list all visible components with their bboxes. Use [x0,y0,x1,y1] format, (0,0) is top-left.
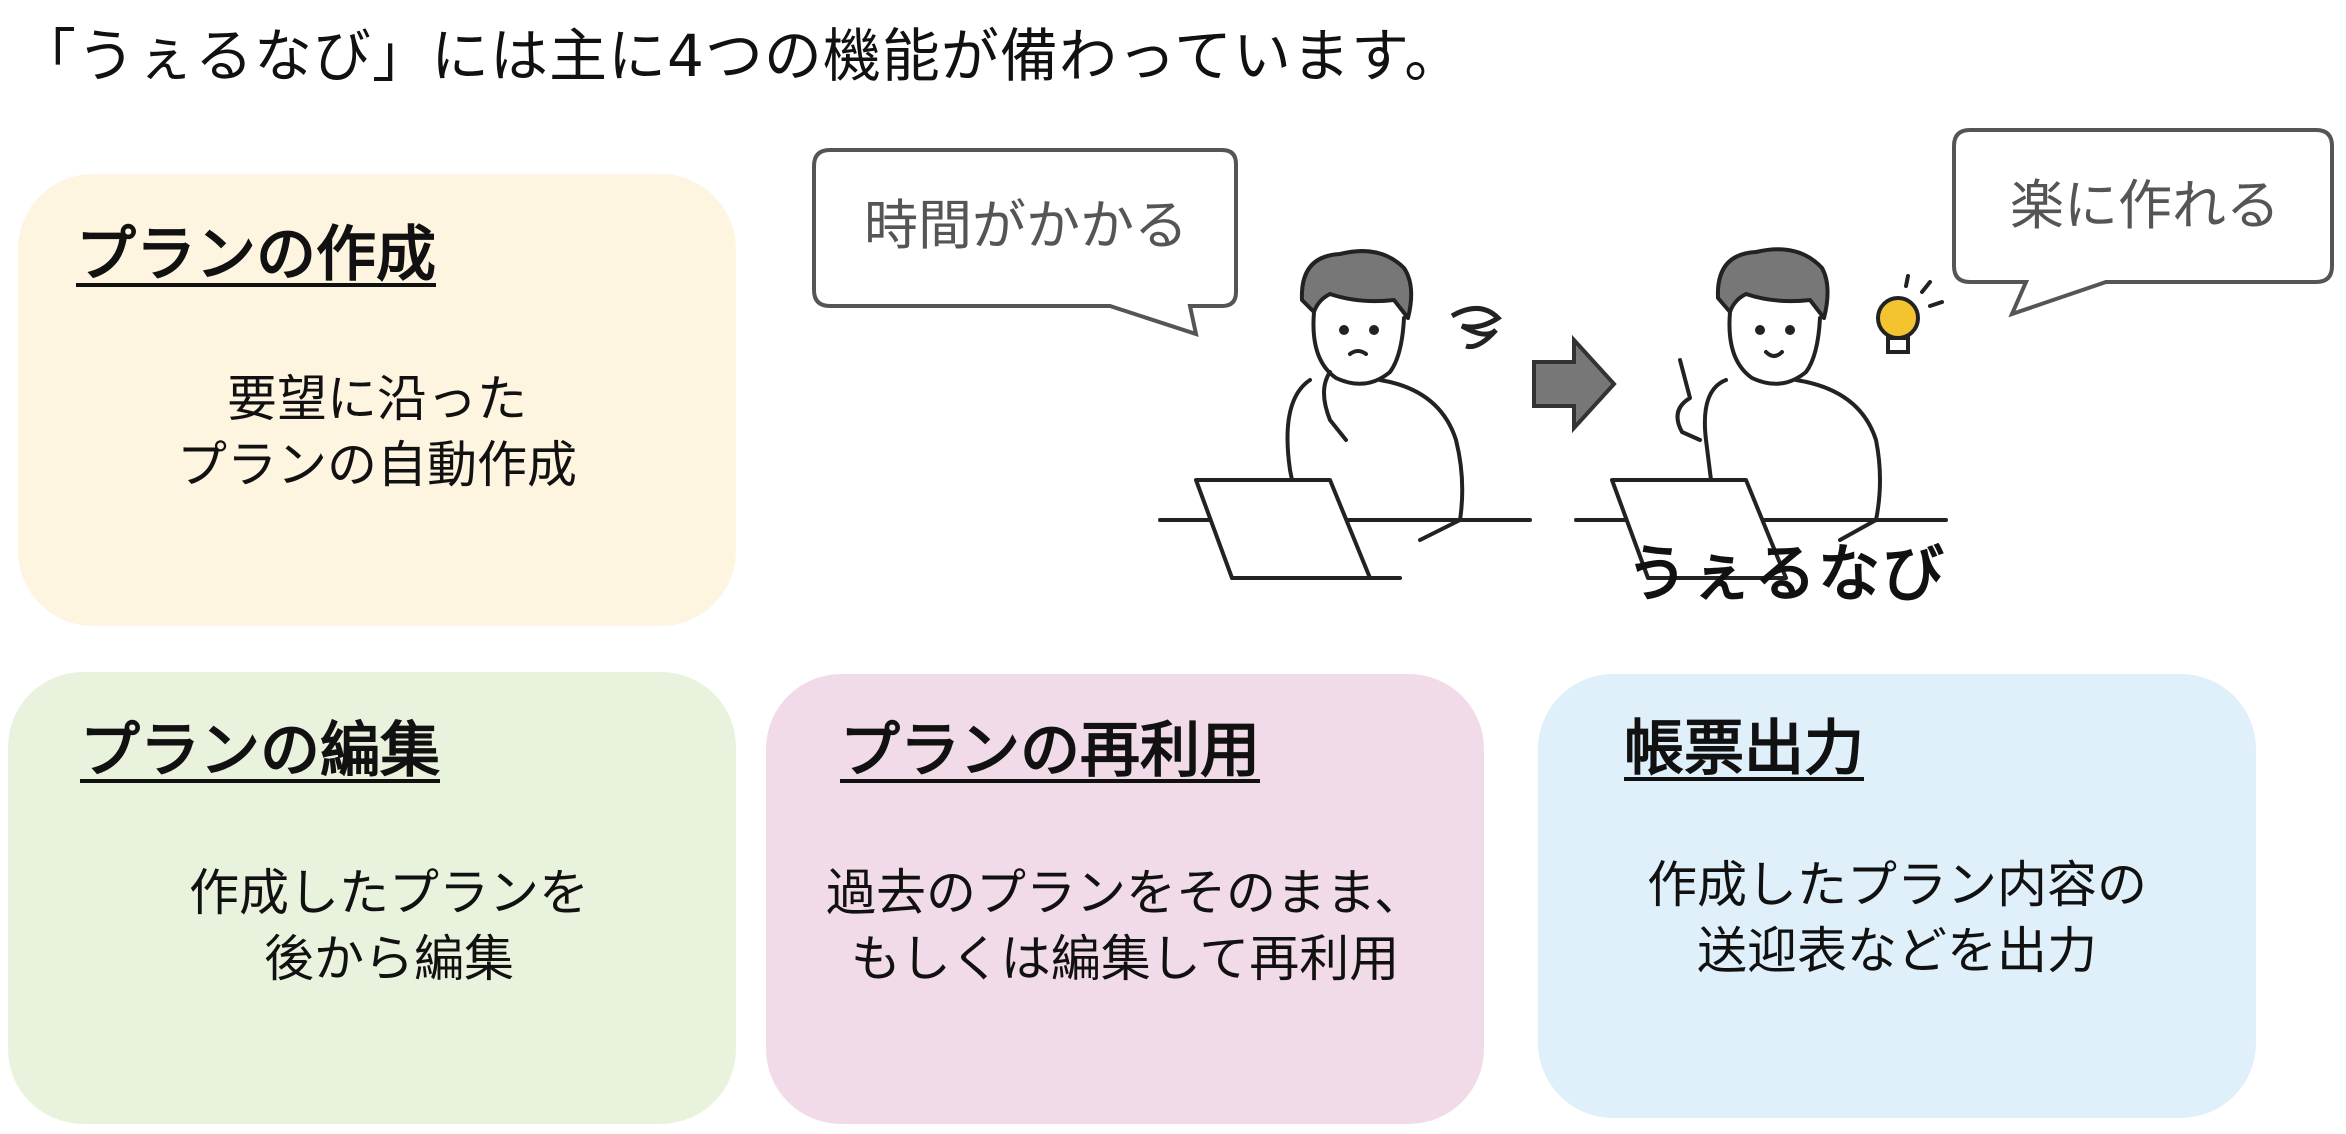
card-title-plan-reuse: プランの再利用 [840,716,1260,786]
feature-card-plan-reuse [766,674,1484,1124]
feature-card-plan-create [18,174,736,626]
card-desc-plan-create: 要望に沿った プランの自動作成 [18,366,736,498]
feature-card-plan-edit [8,672,736,1124]
app-logo-text: うぇるなび [1626,537,1947,610]
card-desc-plan-edit: 作成したプランを 後から編集 [30,860,748,992]
card-desc-report-output: 作成したプラン内容の 送迎表などを出力 [1538,852,2256,984]
card-desc-line: 作成したプランを [189,864,589,922]
card-title-plan-edit: プランの編集 [80,716,440,786]
page-title: 「うぇるなび」には主に4つの機能が備わっています。 [18,22,1464,90]
card-desc-line: 要望に沿った [227,370,527,428]
card-desc-line: もしくは編集して再利用 [850,930,1400,988]
feature-card-report-output [1538,674,2256,1118]
card-title-plan-create: プランの作成 [76,220,436,290]
speech-text-after: 楽に作れる [2010,174,2280,237]
card-desc-line: 後から編集 [264,930,514,988]
confused-swirl-icon [1450,306,1502,350]
speech-text-before: 時間がかかる [864,194,1188,257]
arrow-right-icon [1532,334,1617,434]
worried-person-icon [1158,249,1532,580]
card-desc-line: 作成したプラン内容の [1647,856,2147,914]
lightbulb-icon [1876,274,1944,354]
happy-person-icon [1574,247,1948,580]
card-desc-line: 送迎表などを出力 [1697,922,2097,980]
card-desc-plan-reuse: 過去のプランをそのまま、 もしくは編集して再利用 [766,860,1484,992]
card-desc-line: 過去のプランをそのまま、 [826,864,1424,922]
card-title-report-output: 帳票出力 [1624,714,1864,784]
card-desc-line: プランの自動作成 [177,436,577,494]
